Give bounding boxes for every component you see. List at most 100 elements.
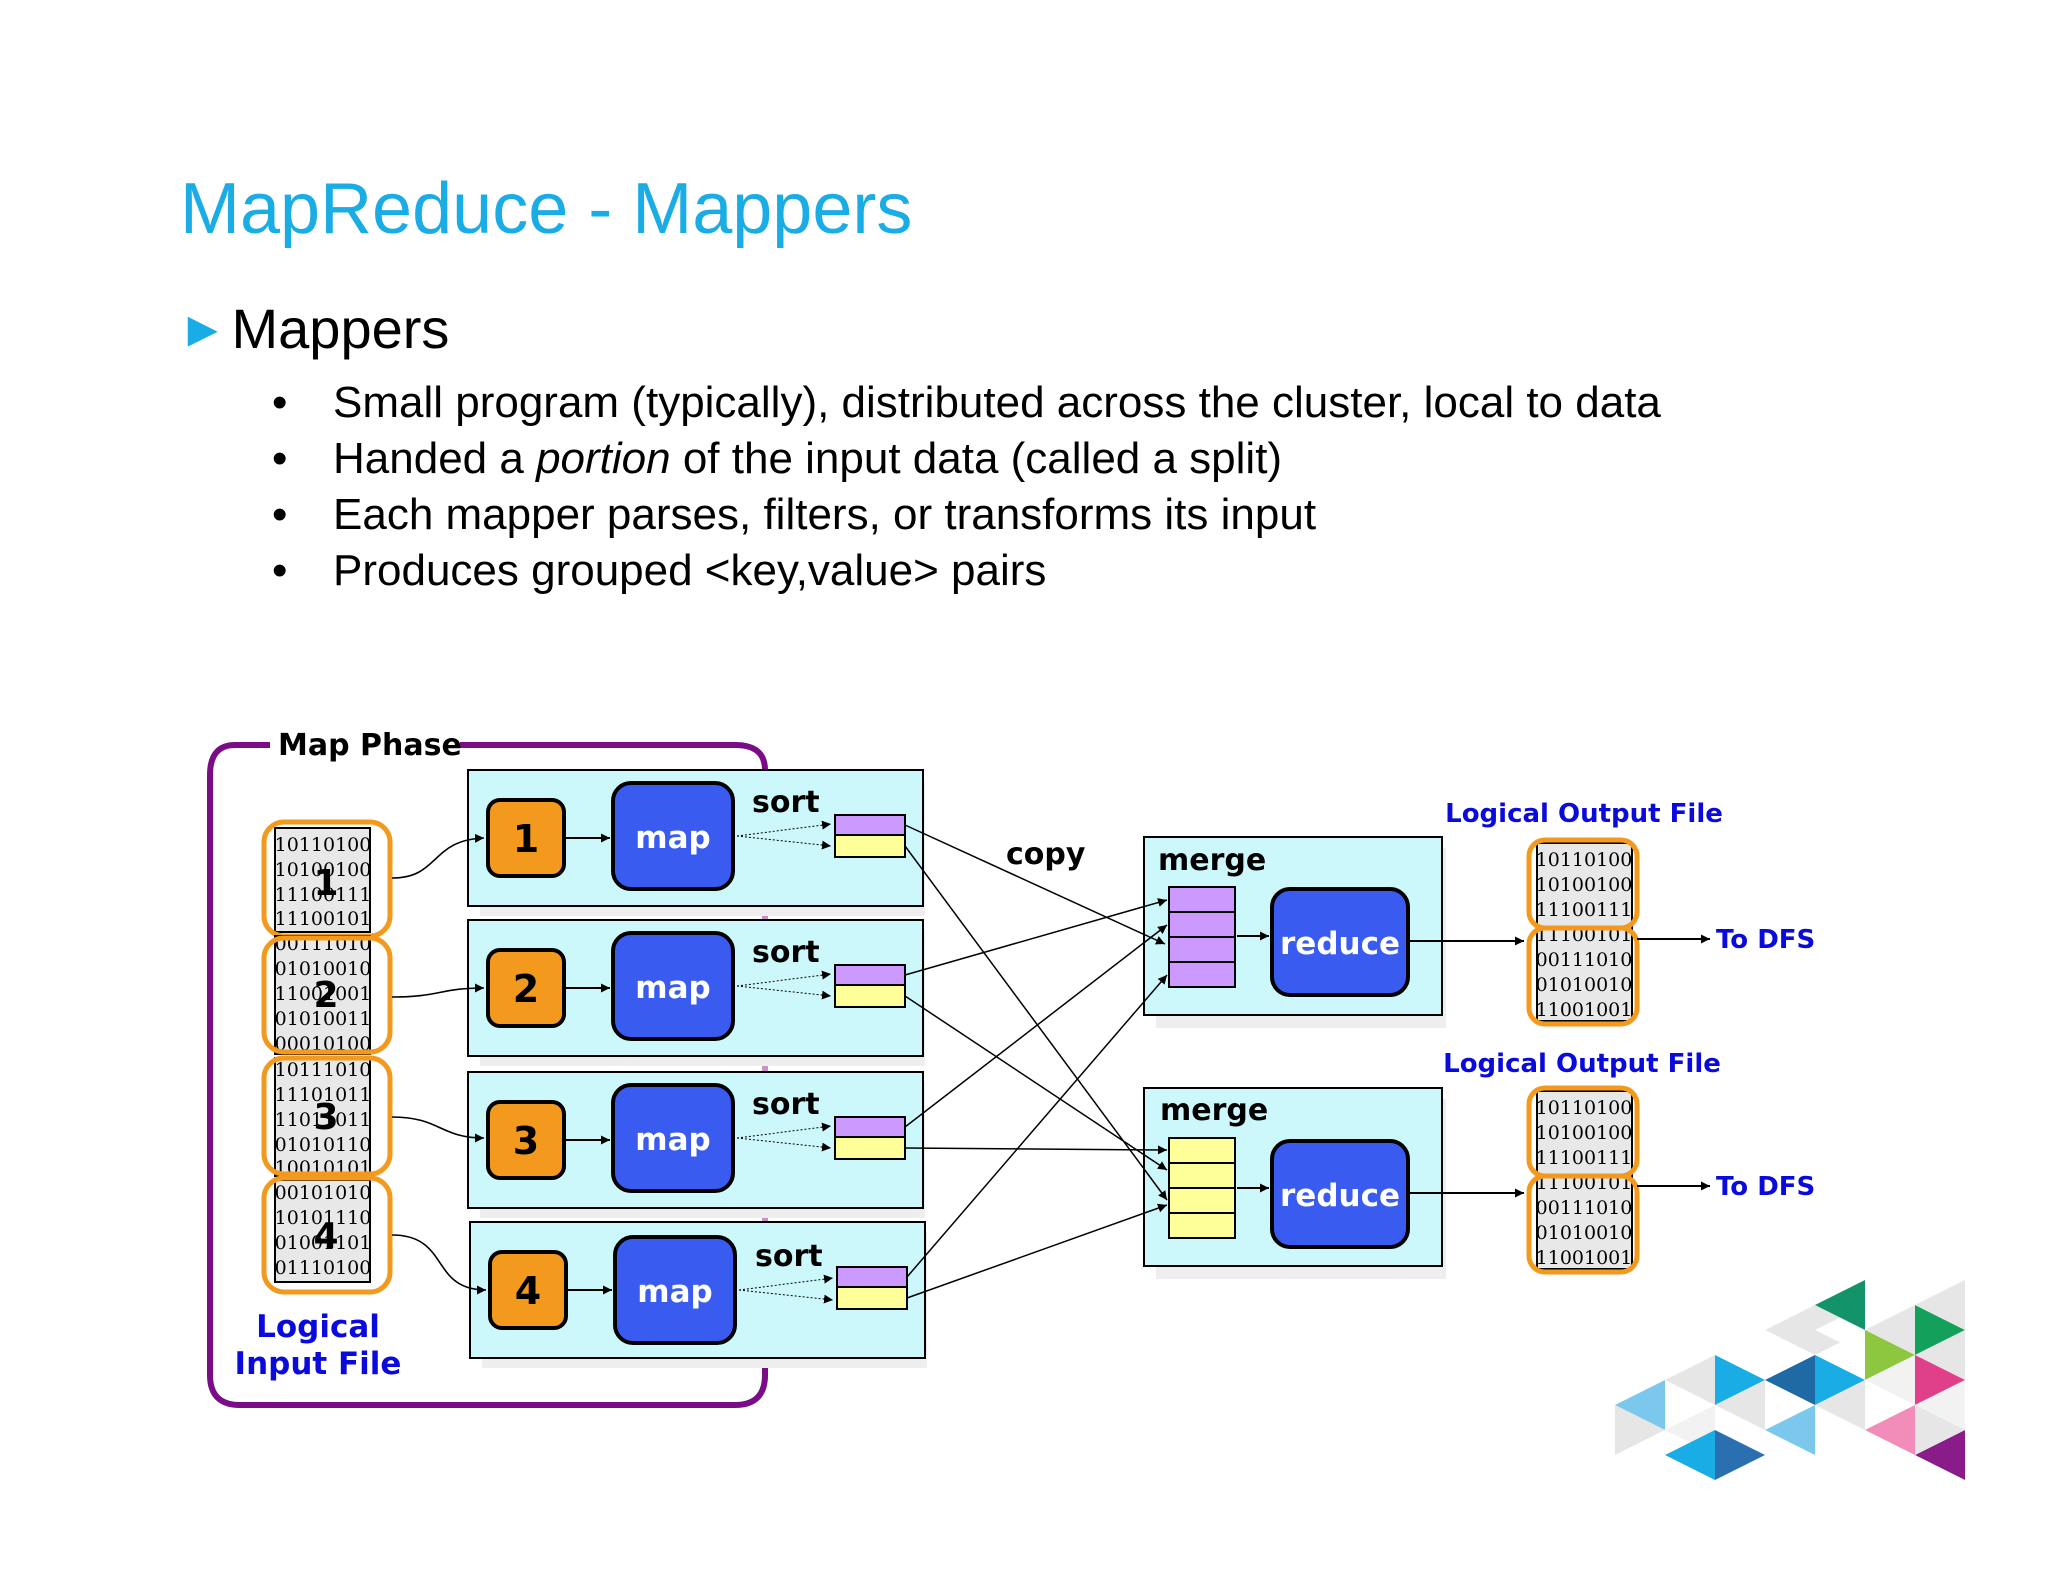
bullet-text: Small program (typically), distributed a… [333,378,1661,427]
bullet-text-post: of the input data (called a split) [670,434,1283,483]
partition-purple [834,814,906,836]
bullet-text: Produces grouped <key,value> pairs [333,546,1047,595]
triangle-shape [1715,1380,1765,1430]
merge-label: merge [1158,843,1266,878]
output-line: 11001001 [1536,999,1633,1021]
output-line: 00111010 [1536,1197,1633,1219]
input-arrow [391,1116,485,1143]
split-line: 10101110 [275,1207,372,1229]
split-line: 01010011 [275,1008,372,1030]
mapper-number-box [486,1100,566,1180]
map-phase-label: Map Phase [278,728,462,763]
triangle-shape [1765,1355,1815,1405]
mapper-2: 2 map sort [486,931,906,1041]
bullet-text: Each mapper parses, filters, or transfor… [333,490,1317,539]
triangle-shape [1815,1355,1865,1405]
shuffle-arrow [904,1145,1168,1155]
map-label: map [635,820,710,856]
map-label: map [637,1274,712,1310]
output-line: 10100100 [1536,874,1633,896]
map-box [611,781,735,891]
output-block-outline [1526,1173,1640,1275]
triangle-shape [1915,1330,1965,1380]
partition-purple [836,1266,908,1288]
input-file-label-line2: Input File [235,1346,402,1382]
partition-yellow [834,984,906,1008]
mapper-3: 3 map sort [486,1083,906,1193]
triangle-shape [1915,1280,1965,1330]
bullet-item: Small program (typically), distributed a… [265,375,1661,431]
triangle-shape [1715,1430,1765,1480]
merge-buffer-slot [1168,936,1236,963]
mapper-number-box [486,798,566,878]
sort-label: sort [752,785,820,820]
shuffle-arrow [904,898,1168,976]
input-file-label-line1: Logical [256,1309,380,1345]
bullet-text-pre: Handed a [333,434,537,483]
sort-label: sort [755,1239,823,1274]
input-arrow [391,983,485,998]
merge-label: merge [1160,1093,1268,1128]
split-line: 11011011 [275,1109,372,1131]
merge-buffer-slot [1168,961,1236,988]
map-phase-border [207,742,768,1408]
partition-yellow [834,834,906,858]
map-label: map [635,970,710,1006]
reduce-label: reduce [1280,926,1400,962]
input-arrow [391,833,485,879]
merge-buffer-slot [1168,1137,1236,1164]
triangle-shape [1765,1305,1815,1355]
to-dfs-label: To DFS [1716,1172,1815,1202]
reduce-label: reduce [1280,1178,1400,1214]
split-line: 01110100 [275,1257,372,1279]
output-line: 11100111 [1536,899,1633,921]
output-file-2: Logical Output File 10110100 10100100 11… [1443,1049,1815,1275]
triangle-shape [1665,1430,1715,1480]
triangle-shape [1865,1330,1915,1380]
sort-label: sort [752,935,820,970]
split-line: 10110100 [275,834,372,856]
triangle-shape [1865,1405,1915,1455]
split-data-box [274,1179,371,1283]
triangle-shape [1665,1355,1715,1405]
input-arrow [391,1234,487,1295]
output-line: 11001001 [1536,1247,1633,1269]
split-line: 01001101 [275,1232,372,1254]
split-line: 10111010 [275,1059,372,1081]
merge-buffer-slot [1168,1162,1236,1189]
mapper-number-box [488,1250,568,1330]
split-4-outline [261,1175,393,1295]
triangle-shape [1915,1405,1965,1455]
split-line: 11100111 [275,884,372,906]
triangle-shape [1815,1380,1865,1430]
split-data-box [274,827,371,933]
merge-buffer-slot [1168,886,1236,913]
output-file-label: Logical Output File [1445,799,1723,829]
triangle-shape [1915,1430,1965,1480]
mapper-number: 3 [513,1119,539,1163]
bullet-item: Each mapper parses, filters, or transfor… [265,487,1661,543]
split-line: 01010010 [275,958,372,980]
map-box [611,1083,735,1193]
split-line: 11100101 [275,908,372,930]
split-3-number: 3 [313,1097,338,1138]
bullet-item: Handed a portion of the input data (call… [265,431,1661,487]
output-line: 11100111 [1536,1147,1633,1169]
mapper-number: 4 [515,1269,541,1313]
section-heading: ► Mappers [178,296,449,361]
copy-label: copy [1006,837,1086,872]
output-line: 10110100 [1536,1097,1633,1119]
slide-title: MapReduce - Mappers [180,169,913,249]
shuffle-arrows [904,824,1168,1299]
map-box [613,1235,737,1345]
mapper-1: 1 map sort [486,781,906,891]
to-dfs-label: To DFS [1716,925,1815,955]
split-line: 00101010 [275,1182,372,1204]
split-2-number: 2 [313,975,338,1016]
reducer-2: merge reduce [1143,1087,1446,1279]
split-1-number: 1 [313,863,338,904]
bullet-text-emphasis: portion [536,434,671,483]
triangle-bullet-icon: ► [178,300,228,357]
output-line: 01010010 [1536,1222,1633,1244]
